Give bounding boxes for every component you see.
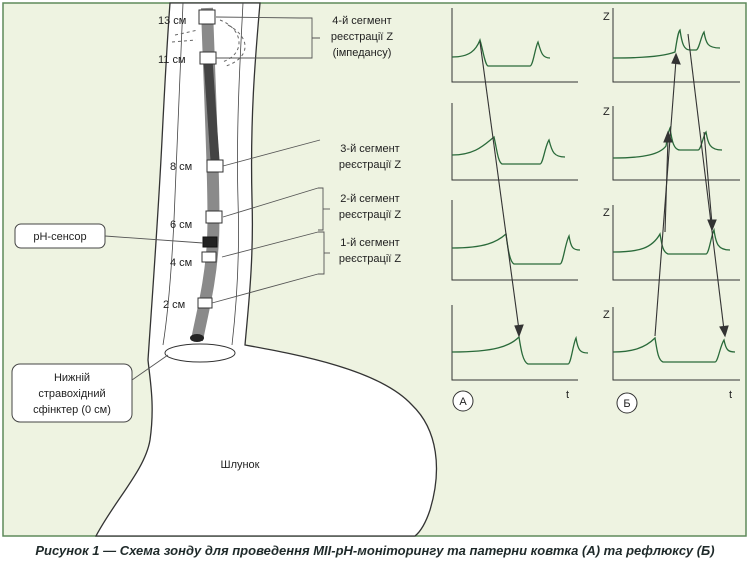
- bolus-dashes: [171, 19, 246, 67]
- marker-13: 13 см: [158, 15, 186, 27]
- stomach-label: Шлунок: [220, 459, 259, 471]
- marker-2: 2 см: [163, 299, 185, 311]
- marker-6: 6 см: [170, 219, 192, 231]
- panel-b-plots: [612, 8, 740, 381]
- probe: [190, 7, 224, 342]
- marker-11: 11 см: [158, 54, 186, 66]
- panel-b-label: Б: [623, 398, 630, 410]
- sphincter-line1: Нижній: [54, 372, 90, 384]
- segment-1-line1: 1-й сегмент: [340, 237, 399, 249]
- panel-b-arrows-down: [687, 33, 729, 338]
- esophagus-inner-wall-right: [231, 2, 244, 346]
- ph-sensor-label: рН-сенсор: [33, 231, 86, 243]
- panel-b-z1: Z: [603, 11, 610, 23]
- panel-b-badge: [616, 392, 638, 414]
- segment-4-line2: реєстрації Z: [331, 31, 393, 43]
- panel-a-arrow: [479, 41, 524, 338]
- esophagus-inner-wall: [162, 2, 184, 346]
- panel-a-plots: [451, 8, 589, 381]
- panel-a-t: t: [566, 389, 569, 401]
- panel-b-z2: Z: [603, 106, 610, 118]
- segment-3-line2: реєстрації Z: [339, 159, 401, 171]
- sphincter-line3: сфінктер (0 см): [33, 404, 111, 416]
- segment-leaders: [211, 16, 330, 304]
- segment-4-line1: 4-й сегмент: [332, 15, 391, 27]
- marker-4: 4 см: [170, 257, 192, 269]
- figure-caption: Рисунок 1 — Схема зонду для проведення М…: [35, 543, 715, 558]
- sphincter-leader: [131, 354, 169, 381]
- panel-b-z4: Z: [603, 309, 610, 321]
- segment-1-line2: реєстрації Z: [339, 253, 401, 265]
- panel-a-badge: [452, 390, 474, 412]
- segment-3-line1: 3-й сегмент: [340, 143, 399, 155]
- sphincter-line2: стравохідний: [38, 388, 105, 400]
- segment-2-line1: 2-й сегмент: [340, 193, 399, 205]
- sphincter-ellipse: [164, 343, 236, 363]
- sphincter-box: [11, 363, 133, 423]
- panel-a-label: А: [459, 396, 467, 408]
- panel-b-arrows-up: [654, 52, 681, 337]
- figure: 13 см 11 см 8 см 6 см 4 см 2 см 4-й сегм…: [2, 2, 747, 537]
- ph-sensor-leader: [104, 235, 204, 244]
- panel-b-t: t: [729, 389, 732, 401]
- panel-b-z3: Z: [603, 207, 610, 219]
- segment-4-line3: (імпедансу): [333, 47, 392, 59]
- marker-8: 8 см: [170, 161, 192, 173]
- segment-2-line2: реєстрації Z: [339, 209, 401, 221]
